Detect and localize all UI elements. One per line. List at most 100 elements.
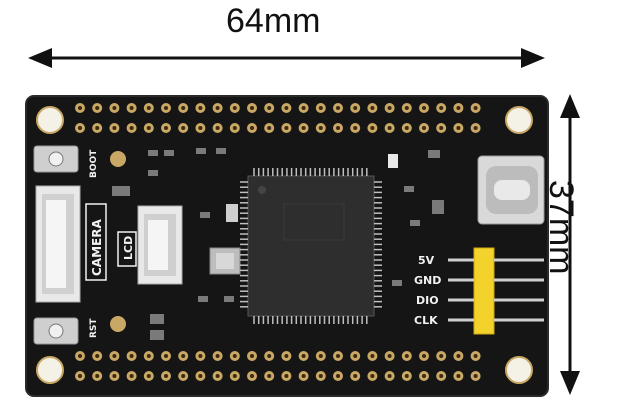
header-pad-hole: [439, 106, 444, 110]
reset-button: [33, 317, 79, 345]
header-pad-hole: [456, 354, 461, 358]
header-pad-hole: [404, 354, 409, 358]
silk-pin-clk: CLK: [414, 314, 438, 327]
header-pad-hole: [129, 374, 134, 378]
header-pad-hole: [284, 126, 289, 130]
header-pad-hole: [456, 106, 461, 110]
silk-rst: RST: [89, 318, 99, 338]
header-pad-hole: [404, 126, 409, 130]
pin-header-rows: [75, 103, 481, 381]
header-pad-hole: [232, 126, 237, 130]
header-pad-hole: [301, 354, 306, 358]
header-pad-hole: [336, 354, 340, 358]
header-pad-hole: [439, 354, 444, 358]
header-pad-hole: [198, 354, 203, 358]
header-pad-hole: [129, 126, 134, 130]
header-pad-hole: [370, 106, 375, 110]
header-pad-hole: [232, 354, 237, 358]
header-pad-hole: [456, 126, 461, 130]
header-pad-hole: [473, 354, 478, 358]
silk-pin-dio: DIO: [416, 294, 439, 307]
header-pad-hole: [456, 374, 461, 378]
header-pad-hole: [78, 126, 82, 130]
mounting-holes: [36, 106, 533, 384]
header-pad-hole: [473, 106, 478, 110]
header-pad-hole: [78, 374, 82, 378]
header-pad-hole: [267, 354, 272, 358]
header-pad-hole: [336, 374, 340, 378]
header-pad-hole: [422, 126, 426, 130]
header-pad-hole: [404, 106, 409, 110]
header-pad-hole: [301, 106, 306, 110]
header-pad-hole: [439, 374, 444, 378]
usb-c-port: [477, 155, 545, 225]
header-pad-hole: [284, 106, 289, 110]
header-pad-hole: [181, 106, 186, 110]
header-pad-hole: [250, 374, 254, 378]
header-pad-hole: [232, 374, 237, 378]
header-pad-hole: [146, 126, 151, 130]
header-pad-hole: [353, 354, 358, 358]
silk-lcd: LCD: [122, 236, 135, 260]
header-pad-hole: [250, 106, 254, 110]
header-pad-hole: [181, 354, 186, 358]
header-pad-hole: [353, 126, 358, 130]
header-pad-hole: [215, 374, 220, 378]
crystal: [209, 247, 241, 275]
header-pad-hole: [267, 106, 272, 110]
header-pad-hole: [284, 374, 289, 378]
header-pad-hole: [164, 374, 168, 378]
header-pad-hole: [232, 106, 237, 110]
header-pad-hole: [422, 374, 426, 378]
header-pad-hole: [336, 126, 340, 130]
header-pad-hole: [146, 354, 151, 358]
header-pad-hole: [95, 374, 100, 378]
silk-camera: CAMERA: [90, 219, 104, 276]
header-pad-hole: [387, 126, 392, 130]
header-pad-hole: [198, 374, 203, 378]
header-pad-hole: [318, 374, 323, 378]
header-pad-hole: [95, 354, 100, 358]
header-pad-hole: [164, 354, 168, 358]
header-pad-hole: [284, 354, 289, 358]
header-pad-hole: [129, 106, 134, 110]
width-arrow: [28, 48, 545, 68]
header-pad-hole: [318, 106, 323, 110]
header-pad-hole: [78, 354, 82, 358]
debug-pin-header: [448, 247, 544, 335]
header-pad-hole: [95, 106, 100, 110]
header-pad-hole: [198, 106, 203, 110]
header-pad-hole: [250, 354, 254, 358]
header-pad-hole: [198, 126, 203, 130]
header-pad-hole: [422, 106, 426, 110]
header-pad-hole: [129, 354, 134, 358]
header-pad-hole: [267, 126, 272, 130]
header-pad-hole: [301, 126, 306, 130]
header-pad-hole: [370, 374, 375, 378]
silk-boot: BOOT: [89, 149, 99, 178]
header-pad-hole: [404, 374, 409, 378]
header-pad-hole: [439, 126, 444, 130]
silk-camera-box: CAMERA: [85, 203, 107, 281]
header-pad-hole: [112, 126, 117, 130]
header-pad-hole: [95, 126, 100, 130]
header-pad-hole: [181, 126, 186, 130]
header-pad-hole: [353, 106, 358, 110]
header-pad-hole: [146, 106, 151, 110]
header-pad-hole: [250, 126, 254, 130]
header-pad-hole: [318, 354, 323, 358]
silk-pin-5v: 5V: [418, 254, 435, 267]
boot-button: [33, 145, 79, 173]
header-pad-hole: [473, 126, 478, 130]
header-pad-hole: [215, 126, 220, 130]
silk-pin-gnd: GND: [414, 274, 441, 287]
header-pad-hole: [387, 106, 392, 110]
header-pad-hole: [473, 374, 478, 378]
header-pad-hole: [301, 374, 306, 378]
header-pad-hole: [336, 106, 340, 110]
header-pad-hole: [112, 354, 117, 358]
camera-connector: [35, 185, 81, 303]
header-pad-hole: [318, 126, 323, 130]
header-pad-hole: [112, 374, 117, 378]
